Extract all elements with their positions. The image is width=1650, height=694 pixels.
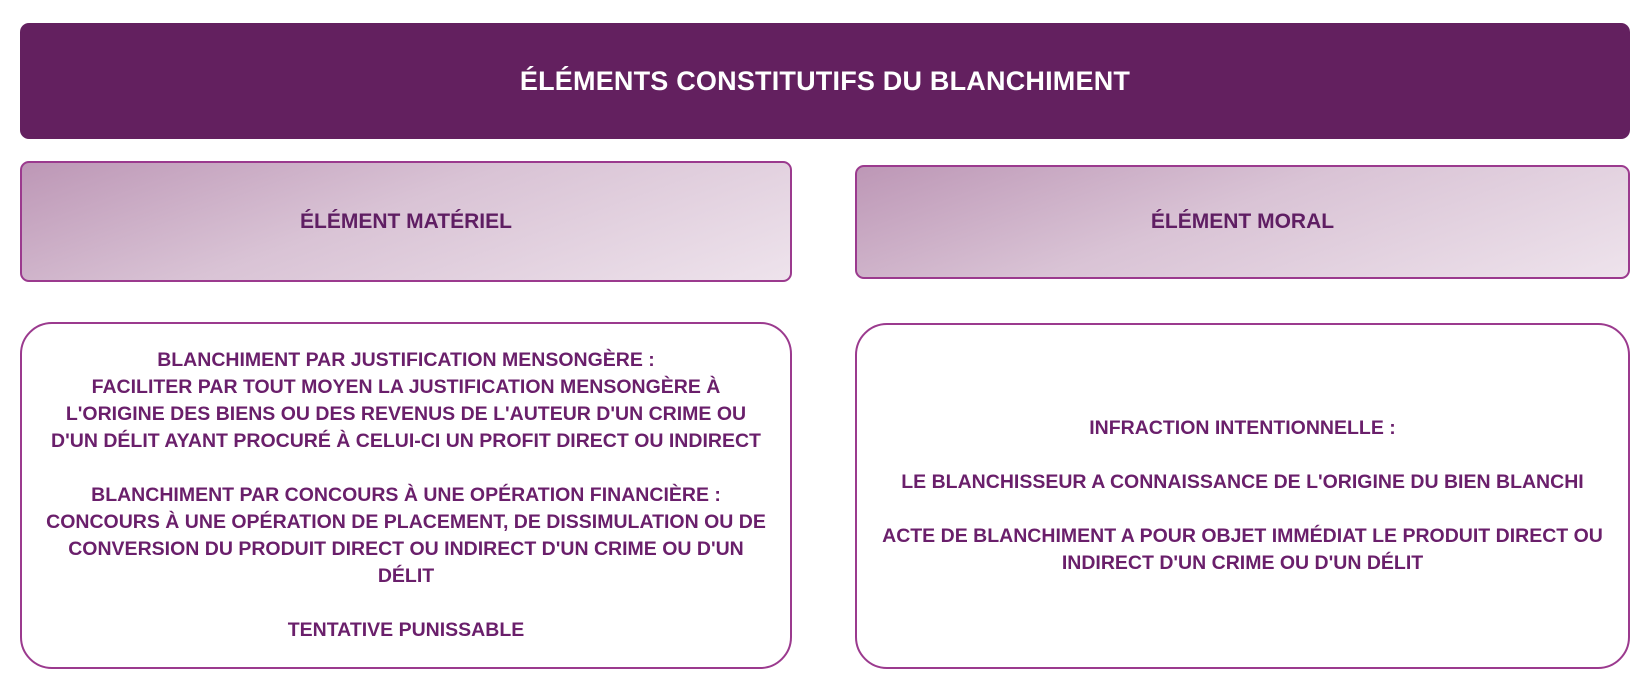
moral-connaissance-text: LE BLANCHISSEUR A CONNAISSANCE DE L'ORIG… [901,471,1584,493]
element-moral-content: INFRACTION INTENTIONNELLE : LE BLANCHISS… [855,323,1630,669]
title-banner: ÉLÉMENTS CONSTITUTIFS DU BLANCHIMENT [20,23,1630,139]
materiel-concours-title: BLANCHIMENT PAR CONCOURS À UNE OPÉRATION… [91,484,721,506]
materiel-justification-text: FACILITER PAR TOUT MOYEN LA JUSTIFICATIO… [51,376,761,452]
moral-objet-text: ACTE DE BLANCHIMENT A POUR OBJET IMMÉDIA… [882,525,1603,574]
materiel-tentative-text: TENTATIVE PUNISSABLE [287,619,525,641]
moral-intention-title: INFRACTION INTENTIONNELLE : [1089,417,1396,439]
element-materiel-heading: ÉLÉMENT MATÉRIEL [300,209,512,233]
materiel-concours-text: CONCOURS À UNE OPÉRATION DE PLACEMENT, D… [46,511,766,587]
element-materiel-content: BLANCHIMENT PAR JUSTIFICATION MENSONGÈRE… [20,322,792,669]
element-materiel-header: ÉLÉMENT MATÉRIEL [20,161,792,282]
materiel-justification-title: BLANCHIMENT PAR JUSTIFICATION MENSONGÈRE… [157,349,655,371]
diagram-title: ÉLÉMENTS CONSTITUTIFS DU BLANCHIMENT [519,65,1131,96]
element-moral-heading: ÉLÉMENT MORAL [1150,210,1335,233]
element-moral-header: ÉLÉMENT MORAL [855,165,1630,279]
